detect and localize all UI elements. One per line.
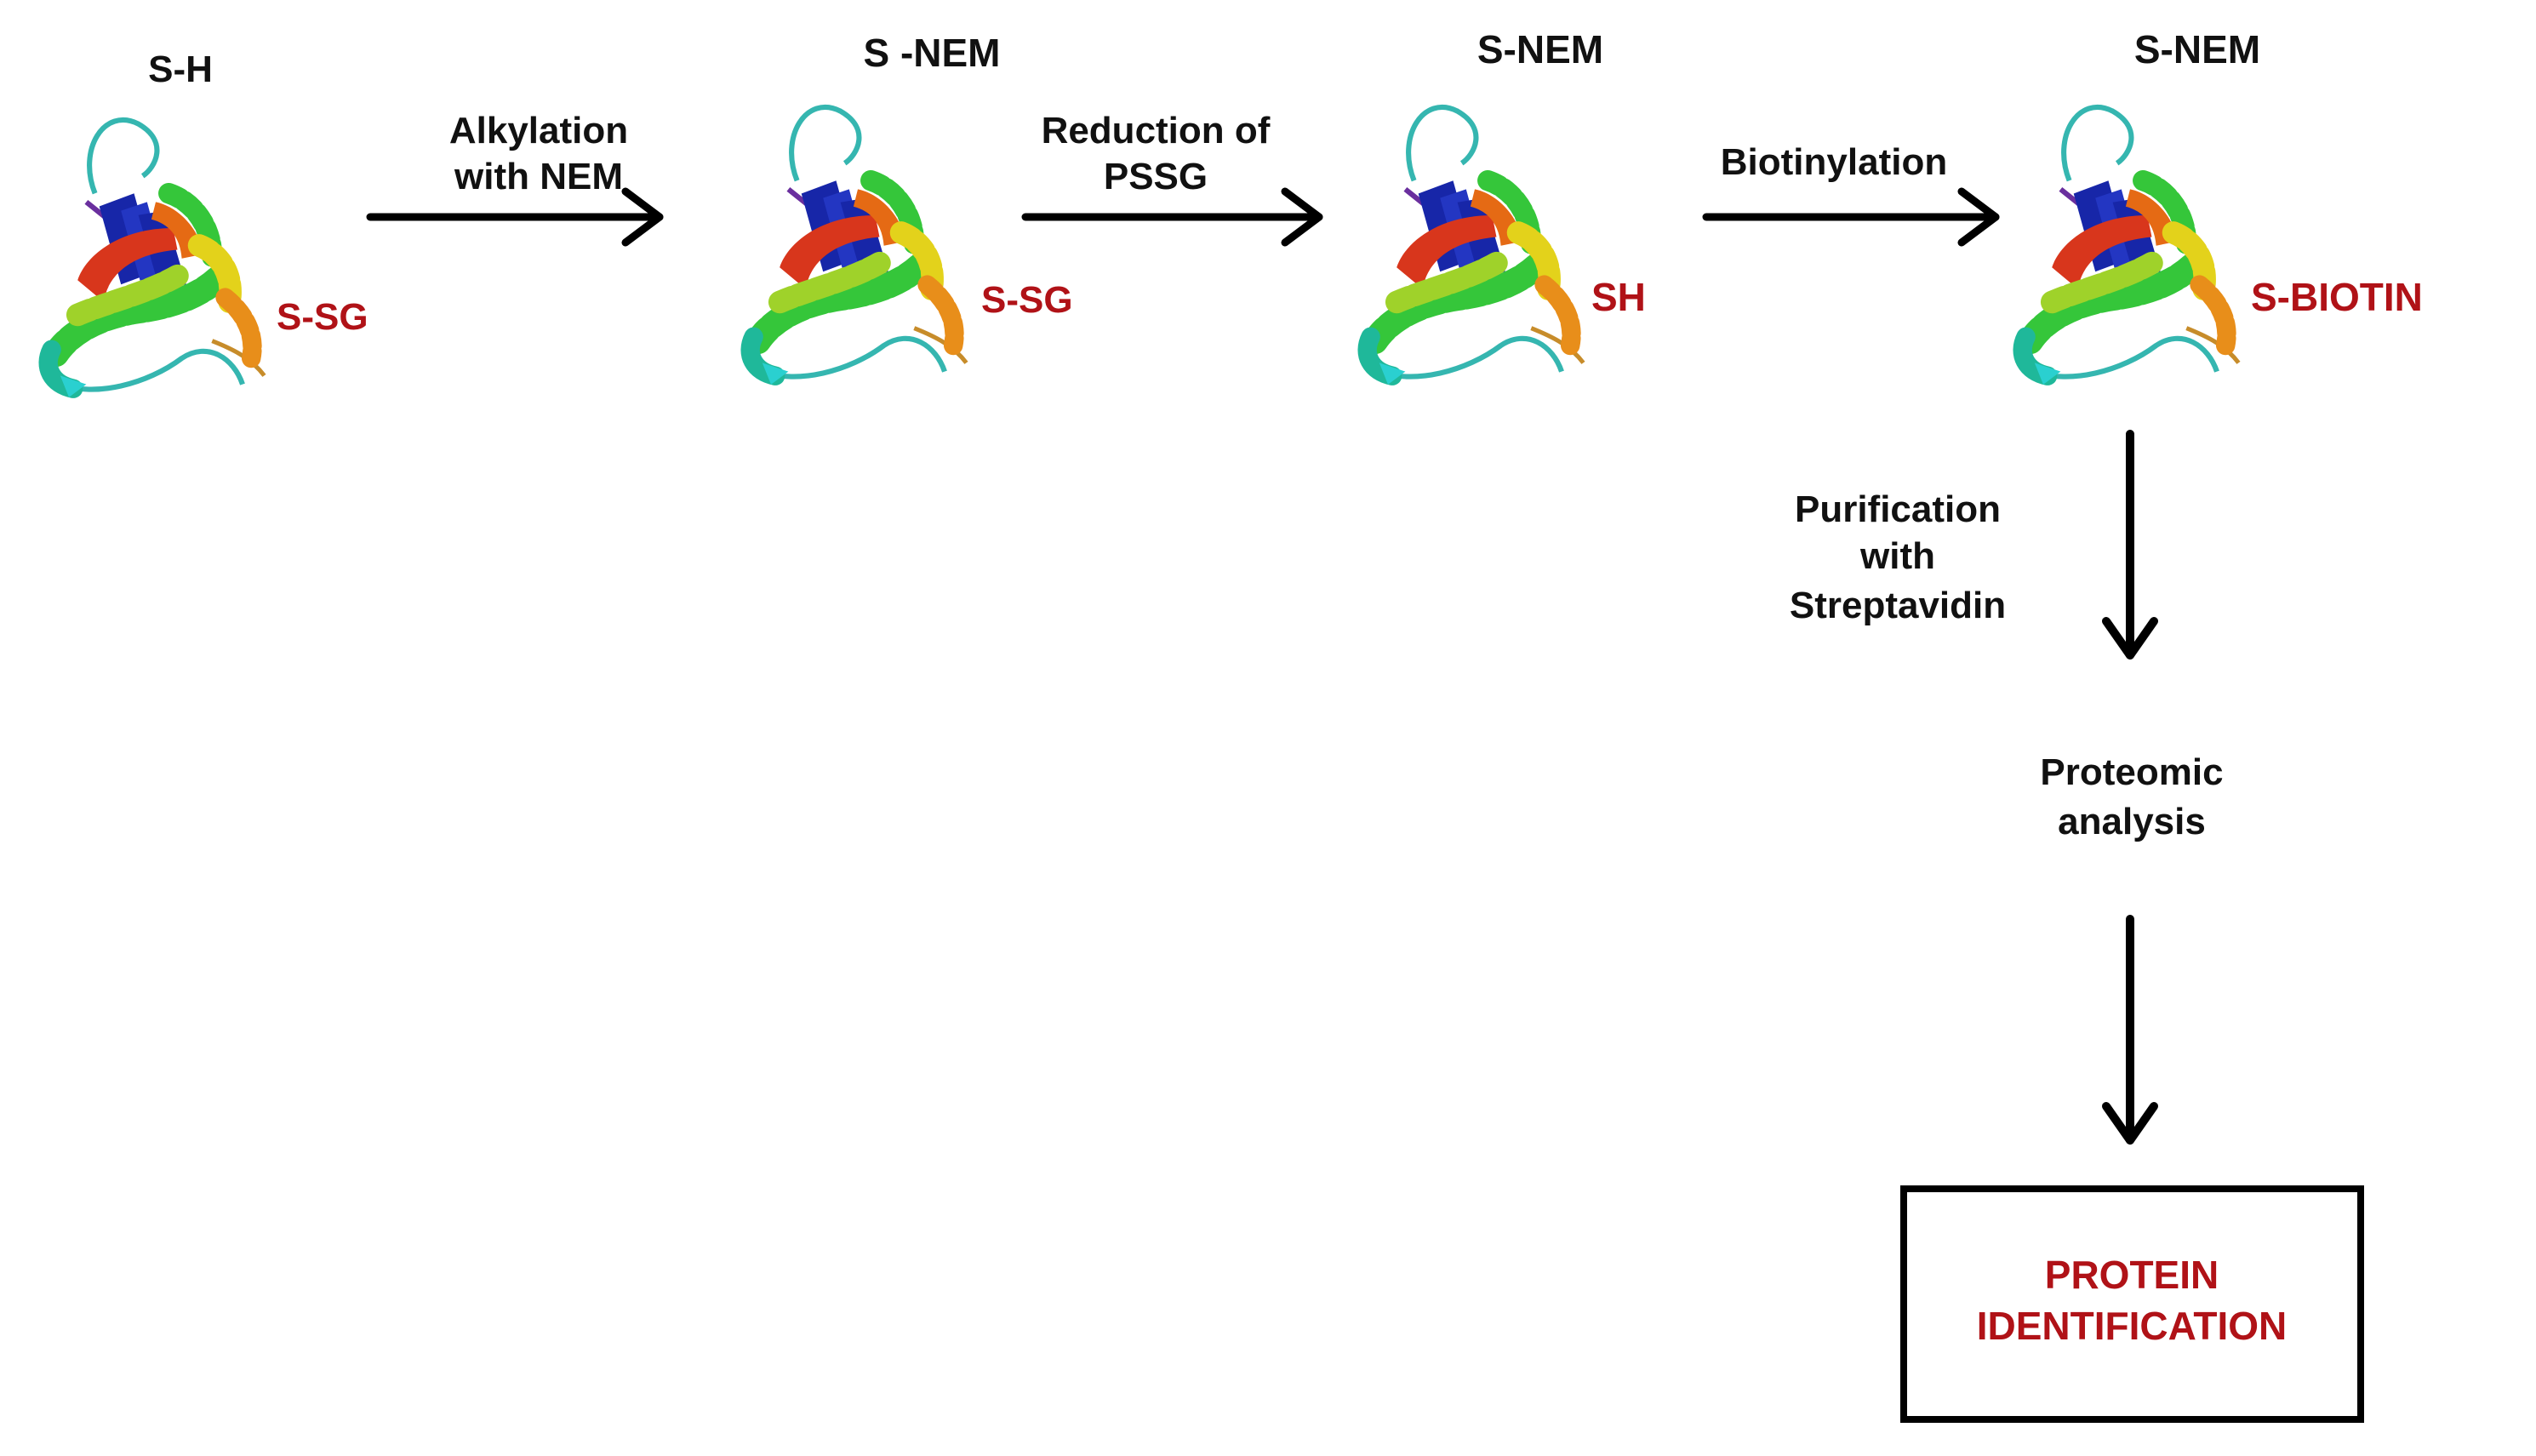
arrow-biotinylation [1702, 187, 2000, 247]
svg-text:Biotinylation: Biotinylation [1721, 141, 1947, 183]
protein-structure-4: S-NEM S-BIOTIN [2023, 27, 2423, 385]
step-label-proteomic: Proteomic analysis [2040, 751, 2223, 842]
svg-text:Alkylation: Alkylation [449, 110, 628, 151]
protein-3-side-label: SH [1591, 275, 1646, 319]
protein-identification-box: PROTEIN IDENTIFICATION [1900, 1185, 2364, 1423]
arrow-alkylation [366, 187, 664, 247]
protein-structure-3: S-NEM SH [1368, 27, 1646, 385]
result-line-1: PROTEIN [2045, 1253, 2219, 1297]
arrow-purification [2102, 430, 2158, 659]
svg-text:with: with [1859, 535, 1935, 577]
svg-text:with NEM: with NEM [454, 156, 623, 197]
svg-text:Streptavidin: Streptavidin [1790, 585, 2006, 626]
protein-structure-2: S -NEM S-SG [751, 31, 1073, 385]
svg-text:Proteomic: Proteomic [2040, 751, 2223, 793]
protein-1-side-label: S-SG [277, 296, 368, 338]
result-line-2: IDENTIFICATION [1977, 1304, 2288, 1348]
protein-4-side-label: S-BIOTIN [2251, 275, 2423, 319]
step-label-alkylation: Alkylation with NEM [449, 110, 628, 197]
protein-2-side-label: S-SG [981, 279, 1073, 321]
protein-3-top-label: S-NEM [1477, 27, 1603, 71]
step-label-reduction: Reduction of PSSG [1042, 110, 1271, 197]
protein-2-top-label: S -NEM [864, 31, 1001, 75]
protein-4-top-label: S-NEM [2134, 27, 2260, 71]
protein-1-top-label: S-H [148, 49, 213, 90]
protein-ribbon-icon [751, 107, 967, 385]
protein-ribbon-icon [1368, 107, 1584, 385]
step-label-biotinylation: Biotinylation [1721, 141, 1947, 183]
svg-text:PSSG: PSSG [1104, 156, 1208, 197]
protein-structure-1: S-H S-SG [49, 49, 368, 397]
protein-ribbon-icon [2023, 107, 2239, 385]
svg-text:Purification: Purification [1795, 488, 2001, 530]
arrow-reduction [1021, 187, 1323, 247]
arrow-proteomic [2102, 915, 2158, 1145]
protein-ribbon-icon [49, 120, 265, 397]
svg-text:analysis: analysis [2058, 801, 2206, 842]
svg-text:Reduction of: Reduction of [1042, 110, 1271, 151]
step-label-purification: Purification with Streptavidin [1790, 488, 2006, 626]
